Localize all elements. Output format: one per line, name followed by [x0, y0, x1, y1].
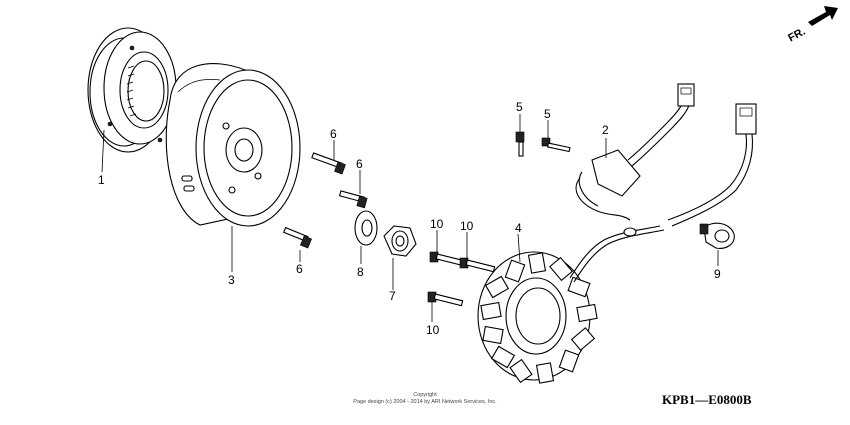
part-flange-nut [383, 225, 417, 257]
callout-5b: 5 [544, 107, 551, 121]
part-wire-clamp [699, 222, 735, 249]
callout-5a: 5 [516, 100, 523, 114]
arrow-right-icon [808, 6, 838, 26]
diagram-code: KPB1—E0800B [662, 392, 752, 407]
callout-10c: 10 [426, 323, 440, 337]
part-bolt-6c [283, 226, 312, 249]
part-bolt-6b [338, 190, 368, 209]
callout-10a: 10 [430, 217, 444, 231]
callout-6a: 6 [330, 127, 337, 141]
callout-10b: 10 [460, 219, 474, 233]
callout-7: 7 [389, 289, 396, 303]
copyright-notice: Page design (c) 2004 - 2014 by ARI Netwo… [353, 399, 497, 405]
callout-3: 3 [228, 273, 235, 287]
callout-6b: 6 [356, 157, 363, 171]
callout-6c: 6 [296, 262, 303, 276]
callout-1: 1 [98, 173, 105, 187]
part-pulse-generator [575, 83, 695, 221]
part-stator [477, 225, 665, 384]
copyright-title: Copyright [413, 392, 437, 398]
part-bolt-10b [459, 257, 496, 273]
part-bolt-6a [311, 152, 346, 175]
front-direction-label: FR. [786, 26, 807, 45]
callout-9: 9 [714, 267, 721, 281]
leader-lines [101, 114, 719, 322]
part-flywheel [165, 63, 301, 227]
part-washer [354, 210, 378, 246]
callout-8: 8 [357, 265, 364, 279]
part-starter-clutch [87, 27, 177, 153]
part-bolt-10c [427, 291, 464, 307]
callout-2: 2 [602, 123, 609, 137]
part-bolt-5b [541, 137, 571, 153]
callout-4: 4 [515, 221, 522, 235]
part-bolt-5a [515, 131, 525, 157]
part-bolt-10a [429, 251, 466, 267]
part-connector [667, 103, 757, 227]
front-direction-indicator: FR. [786, 6, 838, 45]
